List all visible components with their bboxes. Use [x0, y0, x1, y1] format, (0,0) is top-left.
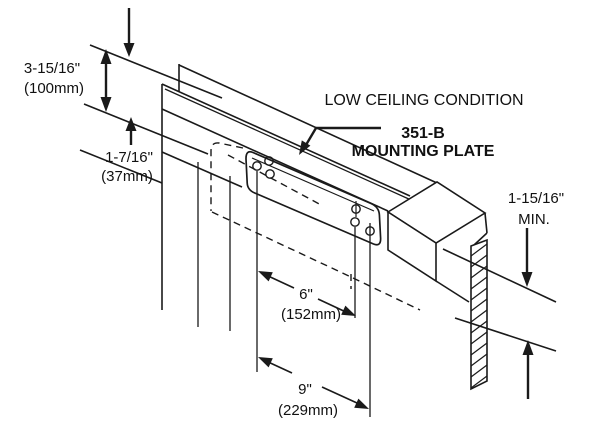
reveal-metric: (37mm) [101, 168, 153, 185]
ceiling-depth-metric: (100mm) [24, 80, 84, 97]
hole-spacing-metric: (152mm) [281, 306, 341, 323]
ceiling-depth-value: 3-15/16" [24, 60, 80, 77]
down-right-arrow-icon [341, 305, 356, 316]
wall-section-hatched [470, 238, 488, 391]
part-number: 351-B [401, 125, 445, 142]
clearance-note: MIN. [518, 211, 550, 228]
plate-width-metric: (229mm) [278, 402, 338, 419]
up-arrow-icon [522, 340, 534, 355]
dim-hole-spacing: 6" (152mm) [256, 171, 356, 372]
up-arrow-icon [100, 49, 112, 64]
dim-reveal: 1-7/16" (37mm) [101, 117, 153, 185]
clearance-value: 1-15/16" [508, 190, 564, 207]
ceiling-lines-right [442, 248, 557, 352]
dim-ceiling-depth: 3-15/16" (100mm) [24, 8, 135, 112]
hatch-lines [470, 243, 488, 389]
up-left-arrow-icon [258, 357, 273, 368]
down-arrow-icon [100, 97, 112, 112]
down-right-arrow-icon [354, 398, 369, 409]
dim-clearance: 1-15/16" MIN. [508, 190, 564, 399]
up-arrow-icon [125, 117, 137, 131]
hidden-outline-dashed [210, 142, 421, 311]
condition-title: LOW CEILING CONDITION [324, 92, 523, 109]
down-arrow-icon [521, 272, 533, 287]
header-box [386, 181, 488, 303]
mounting-plate [245, 150, 382, 246]
down-arrow-icon [123, 43, 135, 57]
part-name: MOUNTING PLATE [352, 143, 495, 160]
hole-spacing-value: 6" [299, 286, 313, 303]
ceiling-lines-left [79, 44, 438, 184]
labels: LOW CEILING CONDITION 351-B MOUNTING PLA… [299, 92, 524, 160]
reveal-value: 1-7/16" [105, 149, 153, 166]
leader-line [301, 126, 381, 151]
dim-plate-width: 9" (229mm) [258, 223, 371, 419]
leader-arrow-icon [299, 140, 311, 155]
up-left-arrow-icon [258, 271, 273, 282]
plate-width-value: 9" [298, 381, 312, 398]
